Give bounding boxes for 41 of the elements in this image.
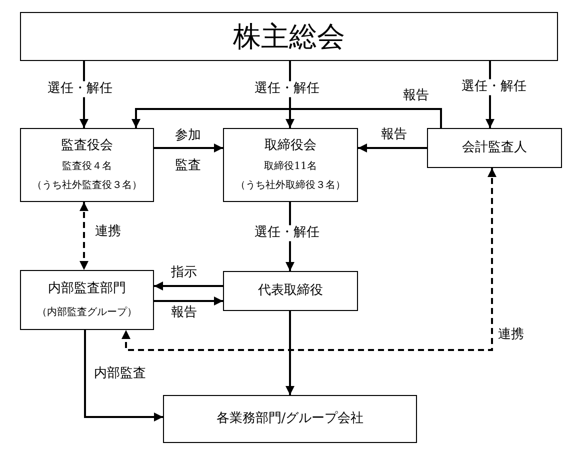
dashed-double-arrow (80, 202, 88, 270)
arrow (154, 144, 223, 152)
entity-box (427, 128, 562, 168)
dashed-double-arrow (122, 168, 496, 351)
edge-label: 選任・解任 (46, 81, 114, 97)
node-title: 会計監査人 (462, 140, 527, 156)
edge-label: 報告 (170, 305, 198, 321)
arrow (358, 144, 427, 152)
entity-box (20, 270, 154, 330)
node-title: 各業務部門/グループ会社 (216, 411, 364, 427)
node-detail: 取締役11名 (264, 160, 317, 173)
line-label: 監査 (174, 158, 202, 174)
arrow (132, 108, 442, 128)
edge-label: 選任・解任 (460, 79, 528, 95)
node-detail: （うち社外監査役３名） (32, 180, 142, 192)
edge-label: 報告 (402, 88, 430, 104)
node-title: 取締役会 (264, 138, 316, 154)
arrow (84, 330, 163, 422)
entity-box (20, 12, 558, 61)
edge-label: 選任・解任 (252, 81, 322, 97)
node-title: 代表取締役 (258, 283, 323, 299)
node-title: 監査役会 (61, 138, 113, 154)
node-detail: 監査役４名 (62, 160, 112, 173)
entity-box (223, 271, 358, 311)
edge-label: 選任・解任 (252, 225, 322, 241)
edge-label: 連携 (94, 224, 122, 240)
node-title: 株主総会 (233, 20, 345, 54)
edge-label: 指示 (170, 265, 198, 281)
node-detail: （うち社外取締役３名） (236, 180, 346, 192)
entity-box (223, 128, 358, 202)
edge-label: 報告 (380, 127, 408, 143)
entity-box (20, 128, 154, 202)
arrow (154, 296, 223, 306)
node-detail: （内部監査グループ） (37, 306, 137, 319)
node-title: 内部監査部門 (48, 281, 126, 297)
edge-label: 連携 (497, 327, 525, 343)
arrow (154, 282, 223, 290)
edge-label: 参加 (174, 128, 202, 144)
arrow (286, 311, 294, 395)
edge-label: 内部監査 (93, 366, 147, 382)
entity-box (163, 395, 417, 443)
